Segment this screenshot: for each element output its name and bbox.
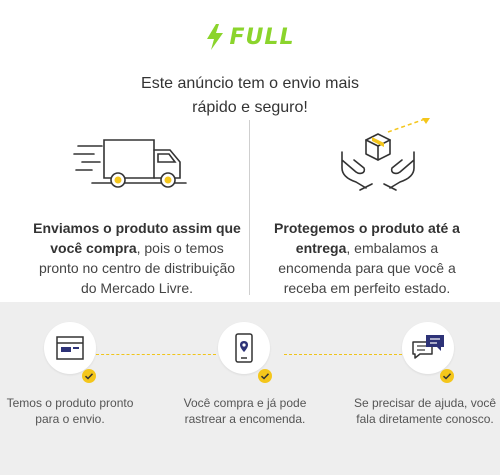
step-connector-1	[96, 354, 216, 355]
protection-description-strong: Protegemos o produto até a entrega	[274, 220, 460, 256]
headline-line-1: Este anúncio tem o envio mais	[141, 75, 359, 92]
step-2-check-icon	[258, 369, 272, 383]
shipping-description-rest: , pois o temos pronto no centro de distr…	[38, 240, 236, 296]
shipping-description-strong: Enviamos o produto assim que você compra	[33, 220, 241, 256]
step-3-icon-circle	[402, 322, 454, 374]
column-divider	[249, 120, 250, 295]
box-icon	[56, 336, 84, 360]
headline-line-2: rápido e seguro!	[192, 99, 308, 116]
step-2-text: Você compra e já pode rastrear a encomen…	[183, 396, 307, 426]
shipping-description: Enviamos o produto assim que você compra…	[32, 218, 242, 298]
headline: Este anúncio tem o envio mais rápido e s…	[0, 72, 500, 120]
step-1-text: Temos o produto pronto para o envio.	[6, 396, 134, 426]
logo-text: FULL	[229, 24, 295, 50]
step-1-icon-circle	[44, 322, 96, 374]
hands-holding-box-icon	[341, 118, 430, 191]
delivery-truck-icon	[73, 139, 187, 188]
lightning-bolt-icon	[206, 24, 223, 50]
chat-bubbles-icon	[412, 335, 444, 359]
step-3-text: Se precisar de ajuda, você fala diretame…	[353, 396, 497, 426]
step-1-check-icon	[82, 369, 96, 383]
step-2-icon-circle	[218, 322, 270, 374]
full-logo: FULL	[0, 24, 500, 50]
protection-description-rest: , embalamos a encomenda para que você a …	[278, 240, 456, 296]
step-3-check-icon	[440, 369, 454, 383]
protection-description: Protegemos o produto até a entrega, emba…	[262, 218, 472, 298]
step-connector-2	[284, 354, 402, 355]
phone-location-icon	[235, 333, 253, 363]
